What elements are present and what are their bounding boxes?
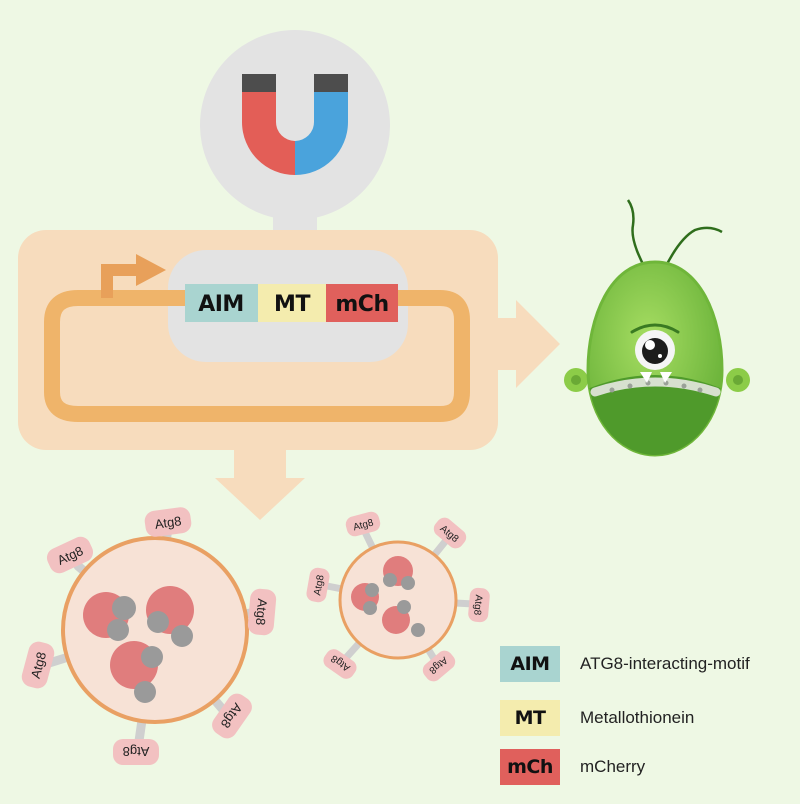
metal-clusters — [83, 586, 194, 703]
atg8-tag: Atg8 — [144, 507, 192, 537]
cassette-aim — [185, 284, 258, 322]
arrow-to-alga — [498, 300, 560, 388]
cassette-aim-label: AIM — [198, 292, 244, 317]
vesicle-small: Atg8 Atg8 Atg8 Atg8 Atg8 Atg8 — [306, 511, 490, 682]
svg-text:Atg8: Atg8 — [312, 574, 326, 597]
atg8-tag: Atg8 — [46, 536, 94, 574]
atg8-tag: Atg8 — [345, 511, 381, 537]
atg8-tag: Atg8 — [468, 587, 490, 623]
legend-row-mt: MT Metallothionein — [500, 700, 694, 736]
arrow-to-vesicles — [215, 450, 305, 520]
metal-clusters — [351, 556, 425, 637]
svg-text:Atg8: Atg8 — [471, 594, 484, 616]
svg-text:Atg8: Atg8 — [123, 744, 150, 759]
atg8-tag: Atg8 — [306, 567, 330, 603]
svg-text:Atg8: Atg8 — [154, 513, 183, 532]
atg8-tag: Atg8 — [433, 517, 467, 549]
legend-row-mch: mCh mCherry — [500, 749, 645, 785]
legend-swatch-mt: MT — [500, 700, 560, 736]
cassette-mt — [258, 284, 326, 322]
vesicle-large: Atg8 Atg8 Atg8 Atg8 Atg8 Atg8 — [21, 507, 277, 765]
svg-text:Atg8: Atg8 — [352, 517, 375, 533]
legend-row-aim: AIM ATG8-interacting-motif — [500, 646, 750, 682]
cassette-mch — [326, 284, 398, 322]
vesicle-small-body — [338, 540, 458, 660]
legend-text-mt: Metallothionein — [580, 708, 695, 727]
cassette-mch-label: mCh — [335, 292, 388, 317]
atg8-tag: Atg8 — [113, 739, 159, 765]
legend-swatch-aim: AIM — [500, 646, 560, 682]
atg8-tag: Atg8 — [422, 650, 456, 682]
legend-text-mch: mCherry — [580, 757, 646, 776]
promoter-arrow-icon — [101, 254, 166, 298]
legend-swatch-mch: mCh — [500, 749, 560, 785]
atg8-tag: Atg8 — [21, 641, 55, 689]
cassette: AIM MT mCh — [185, 284, 398, 322]
plasmid-ring — [44, 290, 470, 422]
legend-text-aim: ATG8-interacting-motif — [580, 654, 750, 673]
atg8-tag: Atg8 — [323, 649, 357, 679]
svg-text:Atg8: Atg8 — [253, 598, 270, 626]
svg-text:Atg8: Atg8 — [28, 650, 49, 680]
alga-cell-icon — [564, 199, 750, 457]
atg8-tag: Atg8 — [247, 588, 277, 636]
magnet-icon — [242, 74, 348, 175]
cassette-mt-label: MT — [274, 292, 310, 317]
